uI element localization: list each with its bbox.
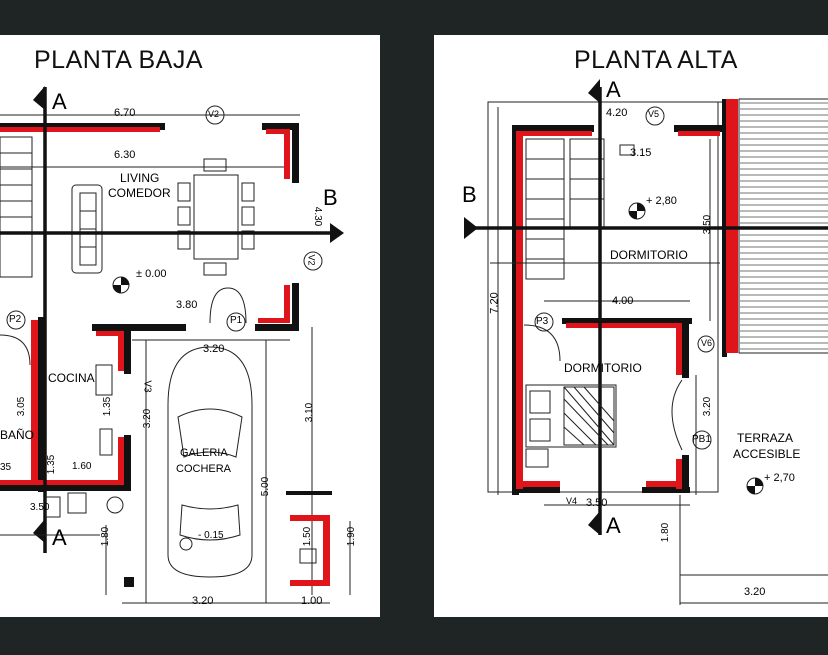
stair-icon [525,138,605,280]
window-v4: V4 [566,496,578,506]
door-swing-icon [671,379,712,451]
bed-icon [525,384,617,468]
room-bano: BAÑO [0,428,35,442]
upper-floor-sheet: PLANTA ALTA [434,35,828,617]
door-swing-icon [209,287,247,332]
dim-1-80: 1.80 [100,526,112,547]
dim-1-35: 1.35 [102,396,114,417]
dim-7-20: 7.20 [488,292,501,314]
room-dormitorio-2: DORMITORIO [564,361,642,375]
door-swing-icon [0,310,31,366]
stair-icon [0,136,33,278]
room-comedor: COMEDOR [108,186,171,200]
door-p3: P3 [536,316,549,327]
dim-3-20-top: 3.20 [203,343,225,355]
car-icon [167,346,253,578]
room-cocina: COCINA [48,371,95,385]
dim-4-20: 4.20 [606,107,628,119]
ground-floor-title: PLANTA BAJA [34,46,203,74]
dim-3-20-v: 3.20 [702,396,714,417]
dim-1-50: 1.50 [302,526,314,547]
room-terraza: TERRAZA [737,431,794,445]
dining-table-icon [177,158,255,276]
dim-1-80: 1.80 [660,522,672,543]
level-marker-icon [628,202,646,220]
ground-floor-plan [0,86,351,604]
door-pb1: PB1 [692,434,711,445]
dim-3-20-v: 3.20 [142,408,154,429]
window-v3: V3 [141,380,153,393]
dim-3-50-bottom: 3.50 [586,497,608,509]
window-v6: V6 [701,338,713,348]
door-swing-icon [523,312,561,362]
ground-floor-sheet: PLANTA BAJA [0,35,380,617]
dim-35: 35 [0,462,12,473]
window-v2-side: V2 [306,254,317,266]
dim-3-15: 3.15 [630,147,652,159]
dim-4-00: 4.00 [612,295,634,307]
dim-3-20-bottom: 3.20 [192,595,214,607]
section-a-label-bottom: A [606,513,621,538]
section-a-label-top: A [52,89,67,114]
dim-6-30: 6.30 [114,149,136,161]
upper-floor-plan [464,79,828,605]
dim-1-60: 1.60 [72,461,92,472]
level-marker-icon [112,276,130,294]
dim-1-35-b: 1.35 [46,454,58,475]
room-galeria: GALERIA [180,447,228,459]
room-accesible: ACCESIBLE [733,447,801,461]
dim-3-50: 3.50 [30,502,50,513]
section-b-label: B [323,185,338,210]
room-cochera: COCHERA [176,463,232,475]
dim-5-00: 5.00 [260,476,272,497]
room-living: LIVING [120,171,160,185]
dim-3-10: 3.10 [304,402,316,423]
level-marker-icon [746,477,764,495]
level-garage: - 0.15 [198,530,224,541]
dim-1-00: 1.00 [301,595,323,607]
dim-3-80: 3.80 [176,299,198,311]
section-a-label-bottom: A [52,525,67,550]
section-a-label-top: A [606,77,621,102]
dim-3-20-bottom: 3.20 [744,586,766,598]
door-p1: P1 [230,315,243,326]
dim-4-30: 4.30 [312,206,324,227]
section-b-label: B [462,182,477,207]
level-terrace: + 2,70 [764,472,795,484]
window-v2-top: V2 [208,109,220,119]
dim-6-70: 6.70 [114,107,136,119]
window-v5: V5 [648,109,660,119]
dim-1-90: 1.90 [346,526,358,547]
dim-3-05: 3.05 [16,396,28,417]
door-p2: P2 [9,314,22,325]
roof-hatching-icon [738,98,828,354]
upper-floor-title: PLANTA ALTA [574,46,738,74]
level-main: ± 0.00 [136,268,167,280]
sofa-icon [71,184,103,274]
room-dormitorio-1: DORMITORIO [610,248,688,262]
level-upper: + 2,80 [646,195,677,207]
dim-3-50-v: 3.50 [702,214,714,235]
